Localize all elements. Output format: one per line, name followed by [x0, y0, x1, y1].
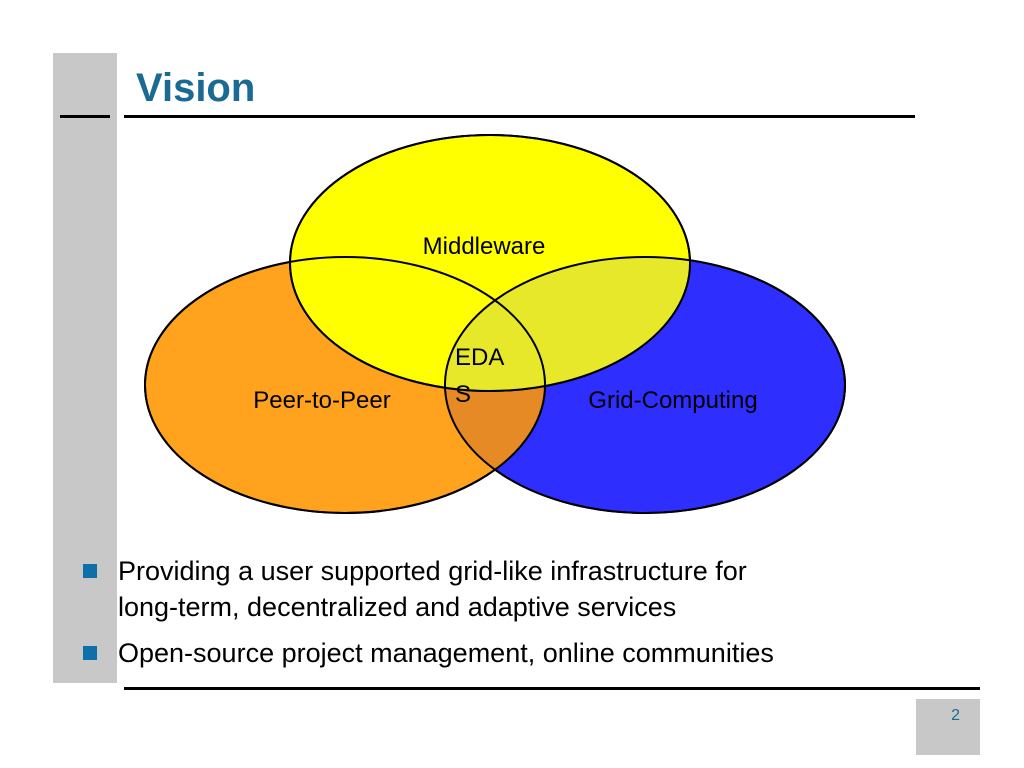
- grid-computing-label: Grid-Computing: [588, 387, 757, 414]
- bullet-item: Providing a user supported grid-like inf…: [80, 553, 900, 625]
- peer-to-peer-outline: [144, 256, 546, 514]
- peer-to-peer-label: Peer-to-Peer: [253, 387, 390, 414]
- edas-label-line2: S: [455, 381, 471, 408]
- middleware-label: Middleware: [423, 233, 546, 260]
- slide-title: Vision: [136, 66, 256, 110]
- sidebar-band: [53, 53, 117, 683]
- page-number: 2: [951, 707, 960, 724]
- page-number-box: 2: [916, 699, 980, 755]
- title-rule-short: [60, 115, 110, 118]
- footer-rule: [124, 687, 980, 690]
- square-bullet-icon: [83, 646, 97, 660]
- bullet-text-line: Providing a user supported grid-like inf…: [118, 556, 747, 586]
- square-bullet-icon: [83, 564, 97, 578]
- bullet-item: Open-source project management, online c…: [80, 635, 900, 671]
- bullet-text-line: Open-source project management, online c…: [118, 638, 774, 668]
- bullet-text-line: long-term, decentralized and adaptive se…: [118, 592, 677, 622]
- title-rule-long: [124, 115, 915, 118]
- middleware-outline: [289, 134, 691, 392]
- grid-computing-outline: [444, 256, 846, 514]
- edas-label-line1: EDA: [455, 344, 504, 371]
- bullet-list: Providing a user supported grid-like inf…: [80, 553, 900, 681]
